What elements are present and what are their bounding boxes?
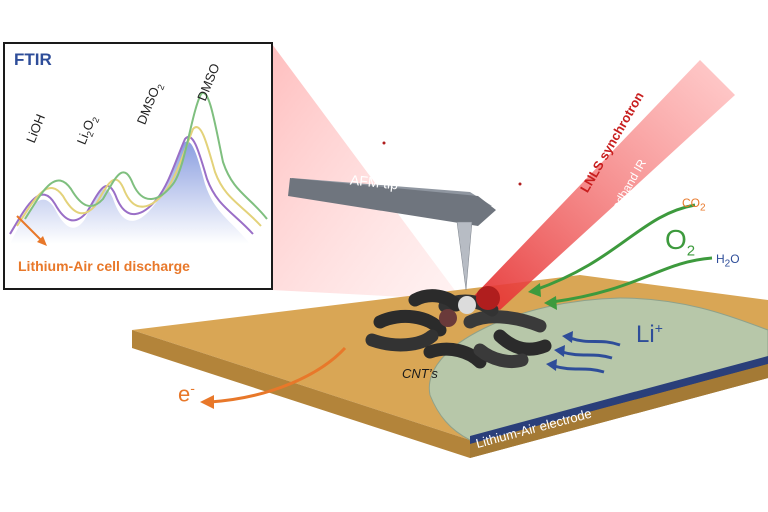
electron-arrowhead xyxy=(200,395,214,409)
electrode-front-left xyxy=(132,330,470,458)
afm-cantilever-face xyxy=(288,178,496,226)
cnt-cluster xyxy=(365,289,552,369)
spectrum-yellow xyxy=(16,126,262,227)
h2o-label: H2O xyxy=(716,252,740,270)
ftir-inset xyxy=(3,42,273,290)
cnt-tube xyxy=(473,343,529,369)
co2-arrow xyxy=(534,203,696,292)
li-arrowhead-2 xyxy=(554,345,565,357)
li-ion-label: Li+ xyxy=(636,320,663,348)
electrode-label-band xyxy=(470,364,768,458)
cnt-tube xyxy=(423,342,487,369)
ftir-title: FTIR xyxy=(14,50,52,69)
cnt-label: CNT’s xyxy=(402,366,438,381)
spectrum-green xyxy=(24,91,268,220)
o2-label: O2 xyxy=(665,224,696,260)
spectrum-blue-fill xyxy=(10,141,250,244)
ftir-spectra xyxy=(9,91,268,246)
cnt-tube xyxy=(493,329,552,356)
cnt-tube xyxy=(373,310,447,337)
li-arrow-1 xyxy=(569,336,621,347)
h2o-arrow xyxy=(551,256,713,304)
electron-label: e- xyxy=(178,380,195,407)
synchrotron-beam xyxy=(470,60,735,310)
dot xyxy=(382,141,386,145)
li-arrowhead-1 xyxy=(562,331,573,343)
electrolyte-region xyxy=(428,297,768,441)
cnt-tube xyxy=(365,329,439,352)
sample-particle-grey xyxy=(458,296,476,314)
dot xyxy=(518,182,522,186)
sample-particle-dark xyxy=(439,309,457,327)
spectrum-purple xyxy=(9,136,254,235)
co2-label: CO2 xyxy=(682,196,706,214)
li-arrowhead-3 xyxy=(546,359,557,371)
cnt-tube xyxy=(463,310,547,333)
afm-tip-needle xyxy=(456,221,473,291)
h2o-arrowhead xyxy=(544,296,557,310)
co2-arrowhead xyxy=(528,283,541,297)
time-arrowhead xyxy=(37,236,47,246)
discharge-caption: Lithium-Air cell discharge xyxy=(18,258,190,274)
zoom-cone xyxy=(272,44,462,300)
blue-separator xyxy=(470,356,768,444)
cnt-tube xyxy=(408,289,463,312)
li-arrow-2 xyxy=(561,350,613,360)
sample-particle-red xyxy=(476,286,500,310)
electron-arrow xyxy=(209,346,347,404)
li-arrow-3 xyxy=(553,364,605,374)
